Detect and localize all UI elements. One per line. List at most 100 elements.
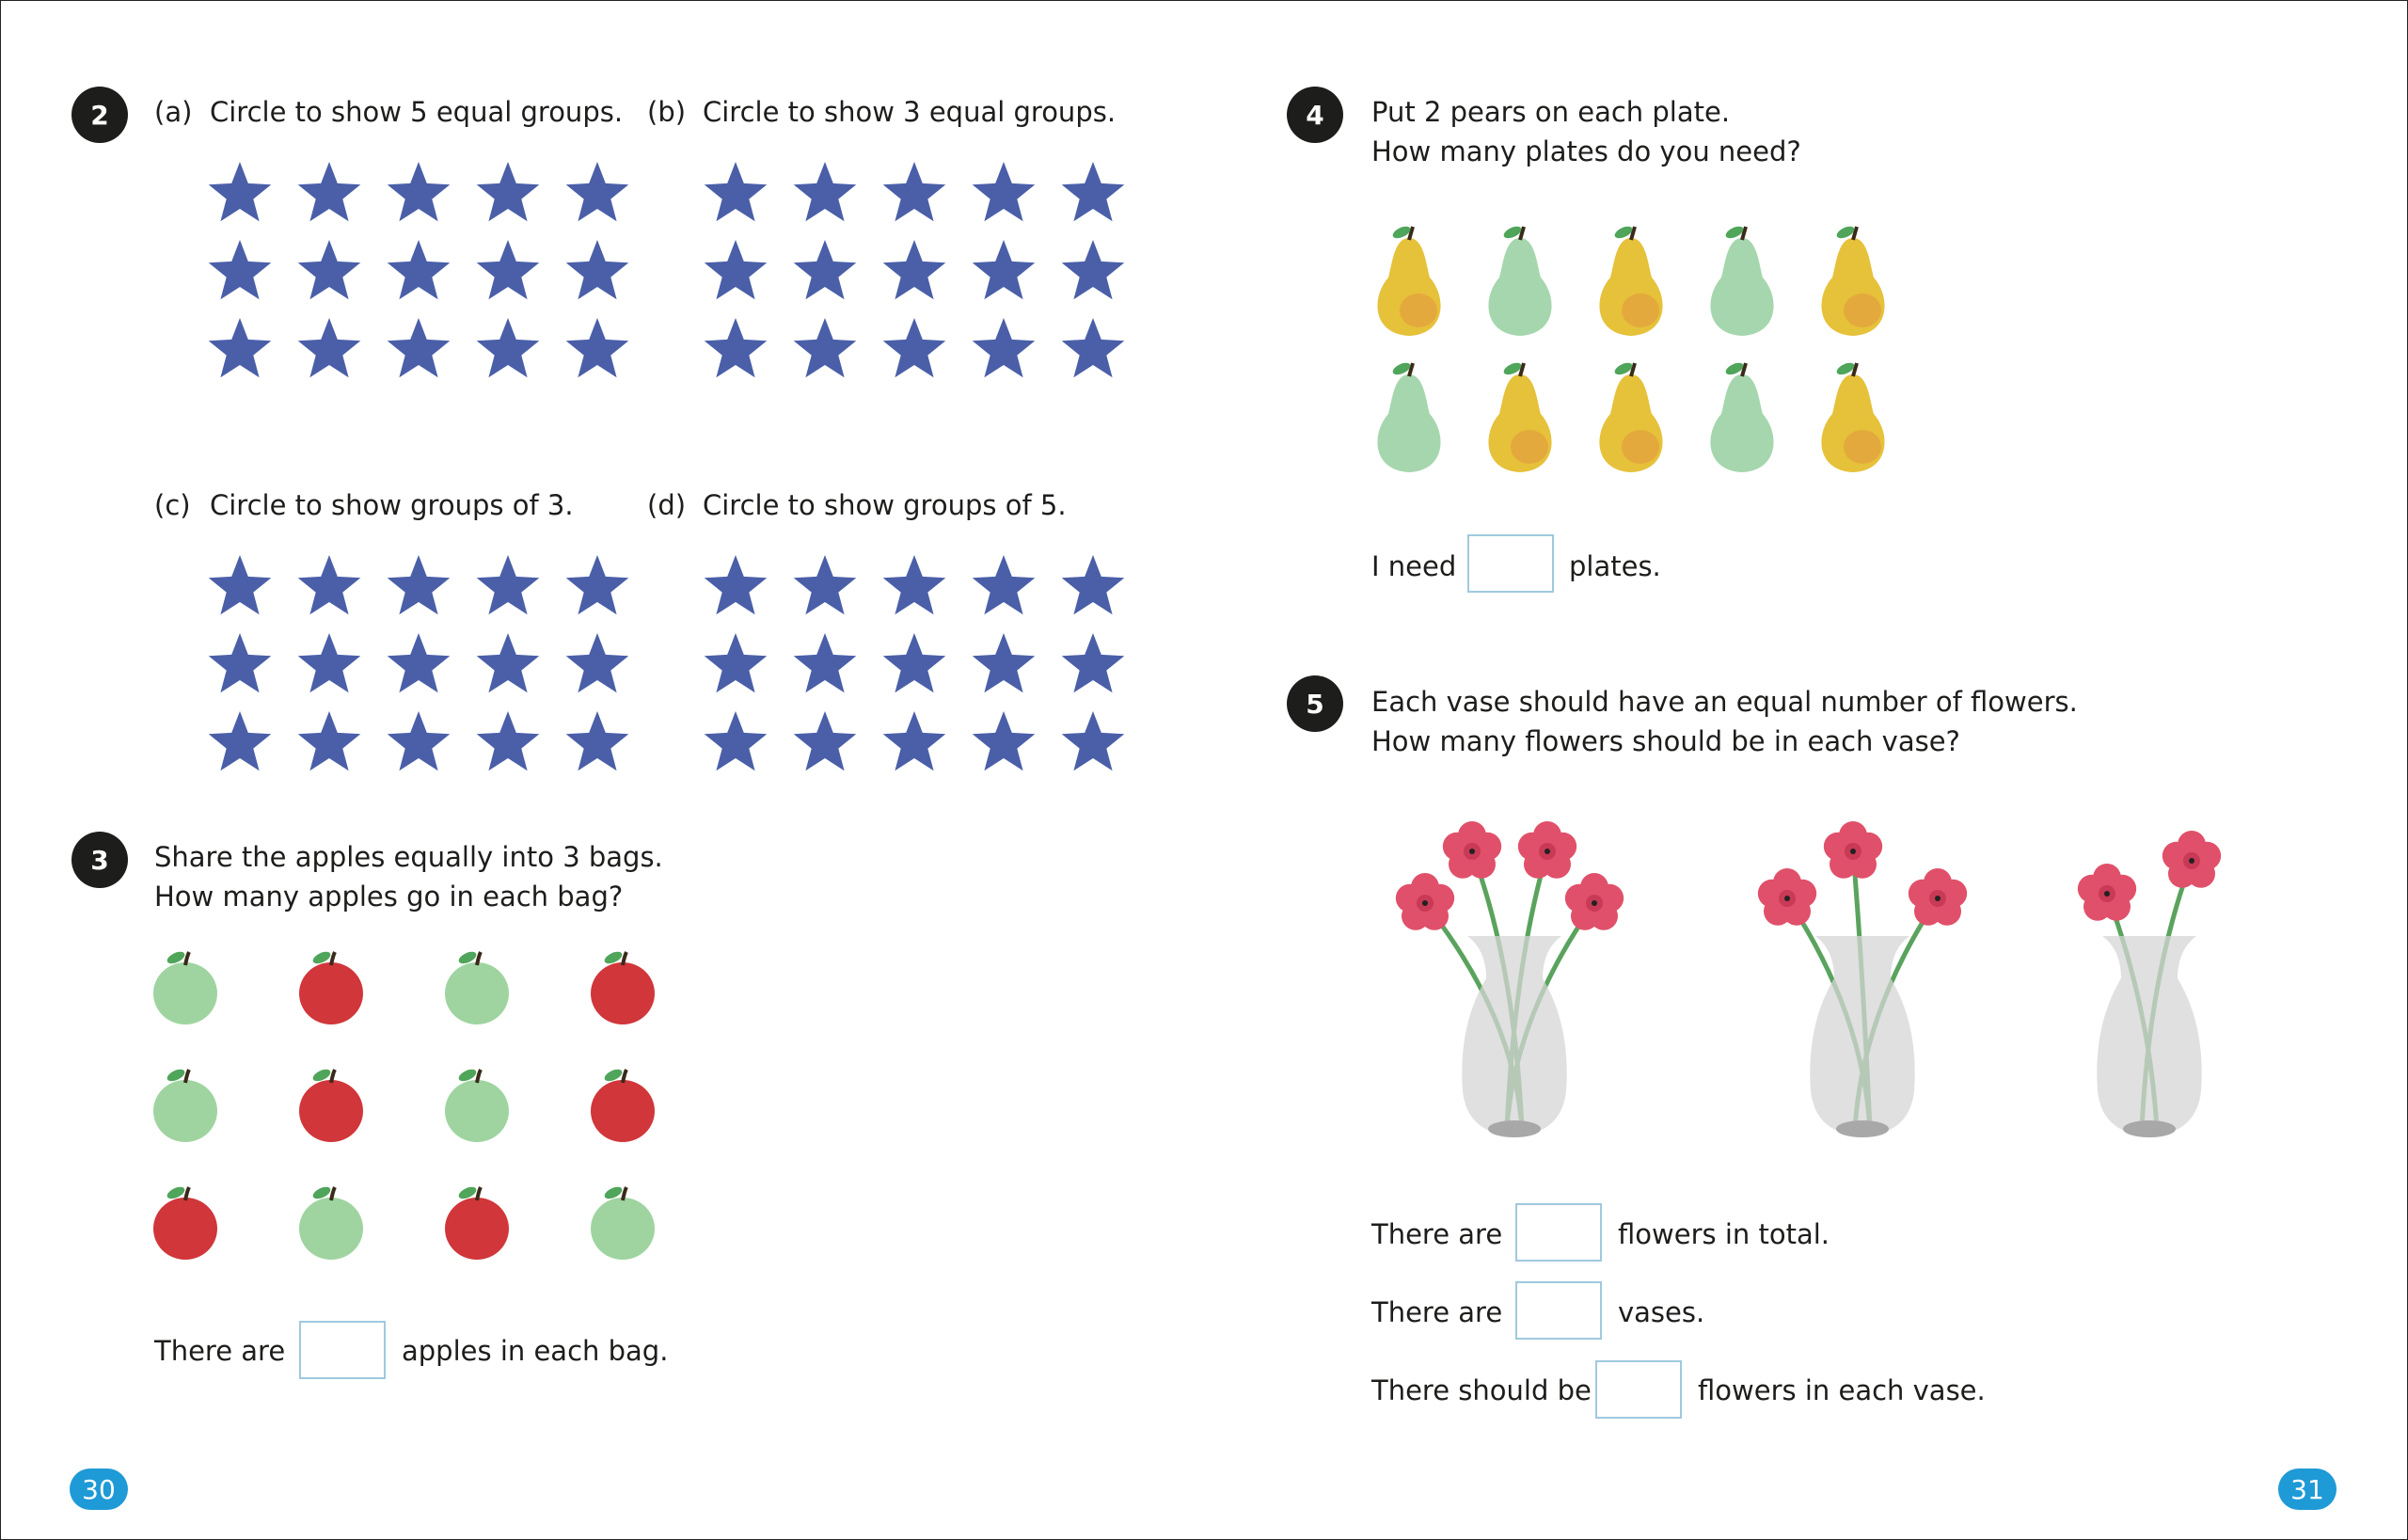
- star-icon[interactable]: [793, 711, 857, 771]
- star-icon[interactable]: [208, 555, 272, 615]
- star-icon[interactable]: [565, 633, 629, 693]
- star-icon[interactable]: [972, 711, 1036, 771]
- q2c-star-grid[interactable]: [207, 555, 630, 774]
- star-icon[interactable]: [704, 633, 768, 693]
- flower-icon: [2162, 831, 2222, 888]
- star-icon[interactable]: [1061, 162, 1125, 222]
- star-icon[interactable]: [882, 633, 946, 693]
- q4-answer-box[interactable]: [1467, 534, 1554, 593]
- q5-vases-box[interactable]: [1515, 1281, 1602, 1340]
- star-icon[interactable]: [972, 318, 1036, 378]
- star-icon[interactable]: [297, 318, 361, 378]
- flower-icon: [1757, 868, 1817, 926]
- star-icon[interactable]: [208, 633, 272, 693]
- star-icon[interactable]: [208, 162, 272, 222]
- star-icon[interactable]: [476, 711, 540, 771]
- star-icon[interactable]: [972, 555, 1036, 615]
- star-icon[interactable]: [565, 162, 629, 222]
- q3-instruction-line2: How many apples go in each bag?: [154, 881, 624, 913]
- star-icon[interactable]: [793, 555, 857, 615]
- star-icon[interactable]: [387, 162, 451, 222]
- star-icon[interactable]: [565, 240, 629, 300]
- star-icon[interactable]: [387, 711, 451, 771]
- star-icon[interactable]: [882, 318, 946, 378]
- star-icon[interactable]: [476, 240, 540, 300]
- vase-with-flowers-2: [1757, 821, 1968, 1137]
- q3-answer-prefix: There are: [154, 1335, 286, 1367]
- yellow-pear-icon: [1488, 362, 1552, 472]
- vase-icon: [1462, 936, 1567, 1137]
- q2b-text: Circle to show 3 equal groups.: [703, 96, 1117, 128]
- star-icon[interactable]: [882, 162, 946, 222]
- q3-apple-grid: [153, 951, 655, 1260]
- star-icon[interactable]: [793, 633, 857, 693]
- star-icon[interactable]: [565, 555, 629, 615]
- q3-answer-box[interactable]: [299, 1321, 386, 1379]
- flower-icon: [1442, 821, 1502, 879]
- star-icon[interactable]: [1061, 633, 1125, 693]
- star-icon[interactable]: [208, 711, 272, 771]
- star-icon[interactable]: [1061, 555, 1125, 615]
- star-icon[interactable]: [476, 162, 540, 222]
- star-icon[interactable]: [387, 555, 451, 615]
- vase-icon: [1810, 936, 1915, 1137]
- star-icon[interactable]: [972, 633, 1036, 693]
- q5-total-flowers-box[interactable]: [1515, 1203, 1602, 1262]
- star-icon[interactable]: [476, 318, 540, 378]
- star-icon[interactable]: [297, 711, 361, 771]
- star-icon[interactable]: [793, 240, 857, 300]
- vase-with-flowers-1: [1395, 821, 1624, 1137]
- star-icon[interactable]: [387, 318, 451, 378]
- star-icon[interactable]: [972, 162, 1036, 222]
- q4-instruction-line1: Put 2 pears on each plate.: [1371, 96, 1731, 128]
- star-icon[interactable]: [297, 240, 361, 300]
- star-icon[interactable]: [1061, 240, 1125, 300]
- star-icon[interactable]: [565, 318, 629, 378]
- green-apple-icon: [591, 1186, 655, 1260]
- star-icon[interactable]: [297, 633, 361, 693]
- star-icon[interactable]: [208, 318, 272, 378]
- star-icon[interactable]: [565, 711, 629, 771]
- star-icon[interactable]: [793, 318, 857, 378]
- q2a-label: (a): [154, 96, 193, 128]
- star-icon[interactable]: [387, 633, 451, 693]
- star-icon[interactable]: [1061, 318, 1125, 378]
- q2c-label: (c): [154, 489, 191, 521]
- red-apple-icon: [591, 951, 655, 1024]
- q5-instruction-line2: How many flowers should be in each vase?: [1371, 725, 1960, 757]
- q2a-star-grid[interactable]: [207, 162, 630, 381]
- star-icon[interactable]: [476, 633, 540, 693]
- red-apple-icon: [299, 1069, 363, 1142]
- red-apple-icon: [445, 1186, 509, 1260]
- star-icon[interactable]: [1061, 711, 1125, 771]
- q5-each-vase-box[interactable]: [1595, 1360, 1682, 1419]
- green-pear-icon: [1488, 226, 1552, 336]
- star-icon[interactable]: [704, 162, 768, 222]
- flower-icon: [1395, 873, 1455, 930]
- star-icon[interactable]: [882, 240, 946, 300]
- star-icon[interactable]: [476, 555, 540, 615]
- star-icon[interactable]: [208, 240, 272, 300]
- q5-answer3-suffix: flowers in each vase.: [1698, 1374, 1986, 1406]
- flower-icon: [1823, 821, 1883, 879]
- q2b-star-grid[interactable]: [703, 162, 1126, 381]
- yellow-pear-icon: [1821, 226, 1885, 336]
- green-pear-icon: [1710, 226, 1774, 336]
- star-icon[interactable]: [387, 240, 451, 300]
- q2c-text: Circle to show groups of 3.: [210, 489, 574, 521]
- star-icon[interactable]: [882, 555, 946, 615]
- green-pear-icon: [1377, 362, 1441, 472]
- star-icon[interactable]: [704, 318, 768, 378]
- star-icon[interactable]: [704, 555, 768, 615]
- star-icon[interactable]: [704, 240, 768, 300]
- q3-answer-suffix: apples in each bag.: [402, 1335, 669, 1367]
- star-icon[interactable]: [297, 162, 361, 222]
- star-icon[interactable]: [704, 711, 768, 771]
- star-icon[interactable]: [972, 240, 1036, 300]
- q2d-star-grid[interactable]: [703, 555, 1126, 774]
- green-apple-icon: [153, 1069, 217, 1142]
- star-icon[interactable]: [882, 711, 946, 771]
- star-icon[interactable]: [297, 555, 361, 615]
- q5-answer2-prefix: There are: [1371, 1296, 1503, 1328]
- star-icon[interactable]: [793, 162, 857, 222]
